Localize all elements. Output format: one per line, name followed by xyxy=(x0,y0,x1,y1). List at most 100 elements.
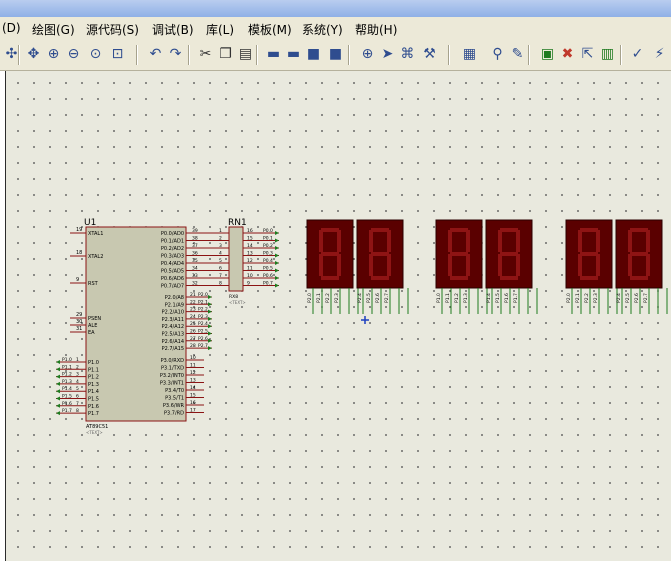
make-device-icon[interactable]: ➤ xyxy=(381,46,394,62)
display-segment xyxy=(596,254,600,276)
display-pin-label: P1.0 xyxy=(436,293,442,303)
u1-pin-number: 36 xyxy=(192,251,198,257)
menu-item-help[interactable]: 帮助(H) xyxy=(355,23,398,37)
packaging-tool-icon[interactable]: ⌘ xyxy=(400,46,415,62)
u1-pin-number: 18 xyxy=(76,250,82,256)
u1-pin-name: P2.4/A12 xyxy=(162,324,184,330)
bom-icon[interactable]: ▥ xyxy=(600,46,615,62)
new-sheet-icon[interactable]: ▣ xyxy=(540,46,555,62)
menu-item-draw[interactable]: 绘图(G) xyxy=(32,23,75,37)
block-copy-icon[interactable]: ▬ xyxy=(266,46,281,62)
erc-icon[interactable]: ✓ xyxy=(631,46,644,62)
rn1-pin-number: 3 xyxy=(219,243,222,249)
rn1-net-label: P0.2 xyxy=(263,243,273,249)
u1-chip-body[interactable] xyxy=(85,226,187,422)
display-segment xyxy=(371,276,389,280)
rn1-pin-number: 1 xyxy=(219,228,222,234)
display-pin-label: P2.2 xyxy=(584,293,590,303)
display-segment xyxy=(646,230,650,252)
display-segment xyxy=(628,254,632,276)
rn1-pin-number: 10 xyxy=(247,273,253,279)
rn1-pin-number: 4 xyxy=(219,251,222,257)
wire-autorouter-icon[interactable]: ▦ xyxy=(462,46,477,62)
u1-pin-name: P1.1 xyxy=(88,367,99,373)
display-segment xyxy=(337,254,341,276)
display-segment xyxy=(369,230,373,252)
net-arrow-marker xyxy=(56,396,60,401)
block-rotate-icon[interactable]: ■ xyxy=(306,46,321,62)
menu-item-system[interactable]: 系统(Y) xyxy=(302,23,343,37)
paste-icon[interactable]: ▤ xyxy=(238,46,253,62)
u1-pin-number: 5 xyxy=(76,386,79,392)
net-arrow-marker xyxy=(56,403,60,408)
zoom-all-icon[interactable]: ⊙ xyxy=(89,46,102,62)
remove-sheet-icon[interactable]: ✖ xyxy=(561,46,574,62)
move-icon[interactable]: ✥ xyxy=(27,46,40,62)
p2-net-label: P2.5 xyxy=(198,329,208,335)
exit-to-parent-icon[interactable]: ⇱ xyxy=(581,46,594,62)
u1-pin-number: 3 xyxy=(76,372,79,378)
copy-icon[interactable]: ❐ xyxy=(219,46,232,62)
netlist-icon[interactable]: ⚡ xyxy=(654,46,665,62)
toolbar-separator xyxy=(256,45,258,65)
u1-pin-number: 25 xyxy=(190,321,196,327)
rn1-body[interactable] xyxy=(228,226,244,292)
u1-pin-number: 13 xyxy=(190,378,196,384)
redo-icon[interactable]: ↷ xyxy=(169,46,182,62)
display-segment xyxy=(596,230,600,252)
u1-pin-number: 6 xyxy=(76,394,79,400)
pick-device-icon[interactable]: ⊕ xyxy=(361,46,374,62)
display-pin-label: P2.7 xyxy=(643,293,649,303)
u1-pin-name: P2.7/A15 xyxy=(162,346,184,352)
u1-pin-number: 30 xyxy=(76,319,82,325)
u1-pin-number: 17 xyxy=(190,408,196,414)
net-arrow-marker xyxy=(275,276,279,280)
display-segment xyxy=(580,276,598,280)
zoom-out-icon[interactable]: ⊖ xyxy=(67,46,80,62)
undo-icon[interactable]: ↶ xyxy=(149,46,162,62)
display-pin-label: P1.6 xyxy=(504,293,510,303)
cut-icon[interactable]: ✂ xyxy=(199,46,212,62)
menu-item-template[interactable]: 模板(M) xyxy=(248,23,292,37)
u1-pin-name: XTAL2 xyxy=(88,254,103,260)
display-segment xyxy=(628,230,632,252)
display-segment xyxy=(321,228,339,232)
property-assign-icon[interactable]: ✎ xyxy=(511,46,524,62)
menu-item-source[interactable]: 源代码(S) xyxy=(86,23,139,37)
pan-icon[interactable]: ✣ xyxy=(5,46,18,62)
display-pin-label: P2.1 xyxy=(575,293,581,303)
p1-net-label: P1.5 xyxy=(62,394,72,400)
u1-pin-name: P1.0 xyxy=(88,360,99,366)
cursor-marker-icon xyxy=(361,316,369,324)
menu-item-d[interactable]: (D) xyxy=(2,21,21,35)
net-arrow-marker xyxy=(208,316,212,321)
u1-pin-name: P0.0/AD0 xyxy=(161,231,184,237)
schematic-drawing: U119XTAL118XTAL29RST29PSEN30ALE31EA1P1.0… xyxy=(56,218,668,435)
decompose-icon[interactable]: ⚒ xyxy=(423,46,436,62)
u1-pin-name: P0.2/AD2 xyxy=(161,246,184,252)
net-arrow-marker xyxy=(56,374,60,379)
u1-pin-name: P3.7/RD xyxy=(164,411,184,417)
schematic-sheet[interactable] xyxy=(5,71,671,561)
rn1-pin-number: 16 xyxy=(247,228,253,234)
display-pin-label: P2.4 xyxy=(616,293,622,303)
net-arrow-marker xyxy=(275,283,279,288)
search-tag-icon[interactable]: ⚲ xyxy=(492,46,503,62)
display-segment xyxy=(321,276,339,280)
block-move-icon[interactable]: ▬ xyxy=(286,46,301,62)
u1-pin-number: 35 xyxy=(192,258,198,264)
toolbar-separator xyxy=(188,45,190,65)
rn1-net-label: P0.5 xyxy=(263,266,273,272)
zoom-in-icon[interactable]: ⊕ xyxy=(47,46,60,62)
menu-item-library[interactable]: 库(L) xyxy=(206,23,235,37)
u1-pin-number: 31 xyxy=(76,326,82,332)
zoom-area-icon[interactable]: ⊡ xyxy=(111,46,124,62)
block-delete-icon[interactable]: ■ xyxy=(328,46,343,62)
display-segment xyxy=(387,230,391,252)
u1-pin-number: 1 xyxy=(76,357,79,363)
u1-pin-number: 16 xyxy=(190,400,196,406)
net-arrow-marker xyxy=(208,302,212,307)
toolbar-separator xyxy=(528,45,530,65)
menu-item-debug[interactable]: 调试(B) xyxy=(152,23,194,37)
